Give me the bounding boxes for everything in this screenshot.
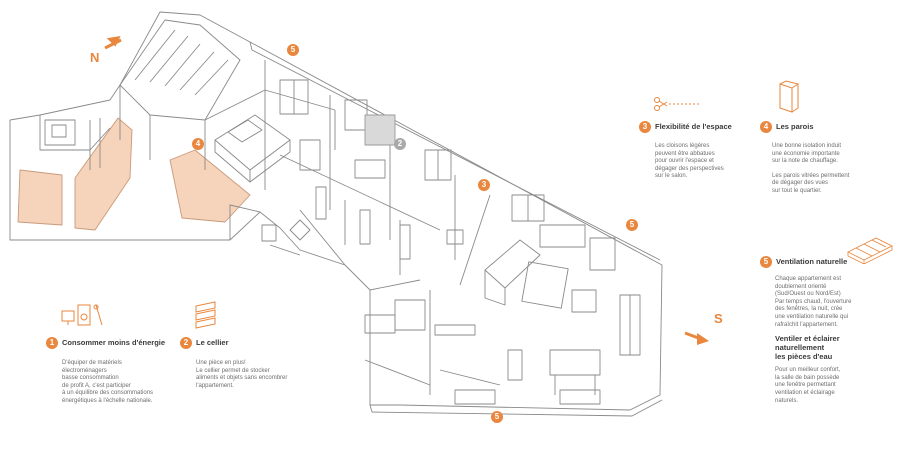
text-line: de profit A, c'est participer bbox=[62, 382, 131, 389]
text-line: des fenêtres, la nuit, crée bbox=[775, 306, 843, 313]
legend-body-2: Une pièce en plus! Le cellier permet de … bbox=[196, 360, 320, 390]
text-line: Une pièce en plus! bbox=[196, 360, 246, 366]
text-line: pour ouvrir l'espace et bbox=[655, 158, 714, 165]
legend-number-1: 1 bbox=[46, 336, 58, 349]
legend-body-1: D'équiper de matériels électroménagers b… bbox=[62, 360, 166, 406]
compass-north-label: N bbox=[90, 50, 100, 65]
outer-outline bbox=[9, 11, 663, 411]
map-marker-3: 3 bbox=[478, 179, 490, 191]
south-arrow-icon bbox=[684, 331, 709, 345]
legend-body-5b: Pour un meilleur confort, la salle de ba… bbox=[775, 367, 855, 405]
text-line: naturels. bbox=[775, 397, 799, 404]
text-line: Les cloisons légères bbox=[655, 143, 710, 149]
text-line: de dégager des vues bbox=[772, 180, 829, 187]
legend-item-1: 1 Consommer moins d'énergie D'équiper de … bbox=[46, 334, 166, 406]
legend-item-5: 5 Ventilation naturelle Chaque appartemen… bbox=[760, 253, 900, 405]
text-line: énergétiques à l'échelle nationale. bbox=[62, 397, 153, 404]
legend-number-3: 3 bbox=[639, 120, 651, 133]
legend-number-5: 5 bbox=[760, 255, 772, 268]
text-line: Chaque appartement est bbox=[775, 276, 842, 282]
appliances-icon bbox=[61, 304, 103, 326]
map-marker-2: 2 bbox=[394, 138, 406, 150]
legend-title-5: Ventilation naturelle bbox=[776, 257, 848, 267]
legend-number-4: 4 bbox=[760, 120, 772, 133]
text-line: basse consommation bbox=[62, 375, 119, 382]
legend-body-3: Les cloisons légères peuvent être abbatu… bbox=[655, 143, 749, 181]
legend-body-4: Une bonne isolation induit une économie … bbox=[772, 143, 870, 196]
subtitle-line: naturellement bbox=[775, 343, 825, 353]
text-line: doublement orienté bbox=[775, 283, 827, 290]
shelves-icon bbox=[195, 301, 216, 329]
legend-title-2: Le cellier bbox=[196, 338, 229, 348]
text-line: une économie importante bbox=[772, 150, 840, 157]
legend-subtitle-5: Ventiler et éclairer naturellement les p… bbox=[775, 334, 865, 361]
outer-outline-top bbox=[249, 41, 661, 261]
legend-body-5: Chaque appartement est doublement orient… bbox=[775, 276, 855, 329]
text-line: Une bonne isolation induit bbox=[772, 143, 842, 149]
sofa bbox=[484, 239, 541, 289]
map-marker-5-right: 5 bbox=[626, 219, 638, 231]
text-line: peuvent être abbatues bbox=[655, 150, 715, 157]
text-line: dégager des perspectives bbox=[655, 165, 724, 172]
text-line: Pour un meilleur confort, bbox=[775, 367, 841, 374]
text-line: une fenêtre permettant bbox=[775, 382, 836, 389]
text-line: la salle de bain possède bbox=[775, 374, 840, 381]
text-line: l'appartement. bbox=[196, 382, 234, 389]
legend-item-4: 4 Les parois Une bonne isolation induit u… bbox=[760, 118, 870, 196]
ventilation-plan-icon bbox=[847, 237, 893, 264]
text-line: sur la note de chauffage. bbox=[772, 158, 838, 165]
wall-fill-left bbox=[17, 169, 63, 226]
legend-item-3: 3 Flexibilité de l'espace Les cloisons lé… bbox=[639, 118, 749, 181]
legend-item-2: 2 Le cellier Une pièce en plus! Le cellie… bbox=[180, 334, 320, 390]
text-line: Par temps chaud, l'ouverture bbox=[775, 298, 852, 305]
legend-title-3: Flexibilité de l'espace bbox=[655, 122, 732, 132]
text-line: à un équilibre des consommations bbox=[62, 390, 154, 397]
text-line: ventilation et éclairage bbox=[775, 389, 835, 396]
legend-title-1: Consommer moins d'énergie bbox=[62, 338, 166, 348]
text-line: sur tout le quartier. bbox=[772, 187, 822, 194]
roof-edge bbox=[369, 399, 663, 417]
scissors-cut-icon bbox=[654, 97, 701, 111]
text-line: sur le salon. bbox=[655, 173, 688, 180]
text-line: D'équiper de matériels bbox=[62, 360, 122, 366]
text-line: Les parois vitrées permettent bbox=[772, 172, 850, 179]
wall-fill-mid bbox=[74, 117, 133, 231]
text-line: électroménagers bbox=[62, 367, 107, 374]
map-marker-5-top: 5 bbox=[287, 44, 299, 56]
text-line: Le cellier permet de stocker bbox=[196, 367, 270, 374]
legend-number-2: 2 bbox=[180, 336, 192, 349]
text-line: rafraîchit l'appartement. bbox=[775, 321, 838, 328]
subtitle-line: Ventiler et éclairer bbox=[775, 334, 840, 344]
wall-fill-right bbox=[169, 149, 251, 223]
stair-block bbox=[119, 19, 241, 121]
map-marker-4: 4 bbox=[192, 138, 204, 150]
text-line: une ventilation naturelle qui bbox=[775, 313, 849, 320]
map-marker-5-bottom: 5 bbox=[491, 411, 503, 423]
text-line: (Sud/Ouest ou Nord/Est) bbox=[775, 291, 841, 298]
subtitle-line: les pièces d'eau bbox=[775, 352, 833, 362]
north-arrow-icon bbox=[104, 36, 122, 50]
compass-south-label: S bbox=[714, 311, 723, 326]
legend-title-4: Les parois bbox=[776, 122, 814, 132]
text-line: aliments et objets sans encombrer bbox=[196, 375, 288, 382]
wall-panel-icon bbox=[779, 80, 799, 113]
